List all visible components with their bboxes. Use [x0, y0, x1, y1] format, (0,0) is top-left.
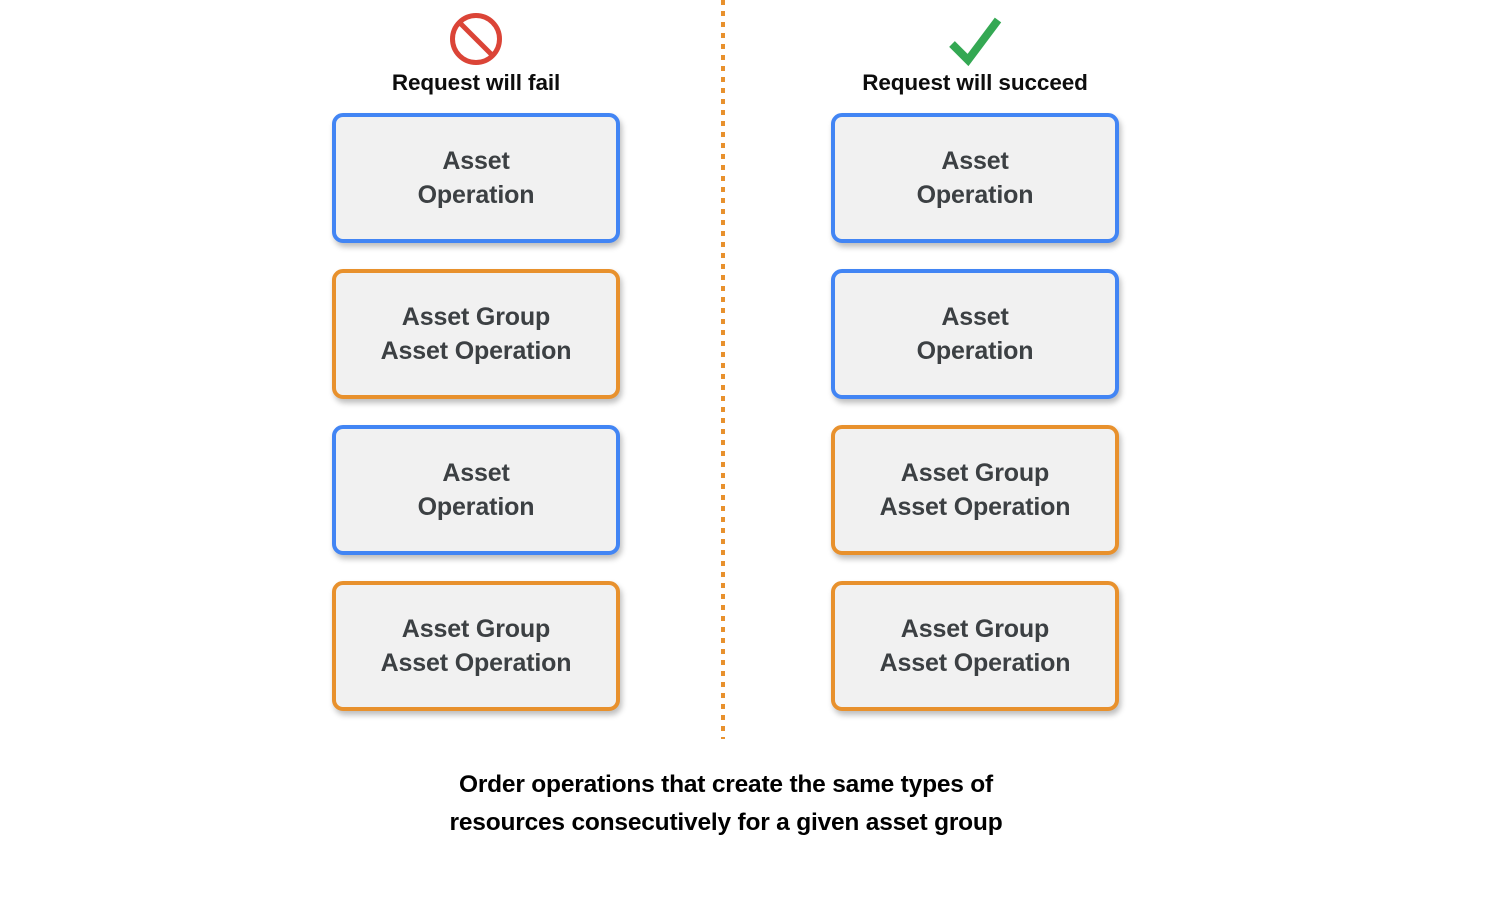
prohibition-icon	[326, 10, 626, 68]
card-label: Asset Operation	[916, 303, 1034, 365]
caption-line-2: resources consecutively for a given asse…	[449, 808, 1003, 836]
card-stack-succeed: Asset Operation Asset Operation Asset Gr…	[831, 113, 1119, 711]
caption-line-1: Order operations that create the same ty…	[458, 771, 994, 798]
card-label: Asset Group Asset Operation	[380, 303, 572, 365]
column-header-succeed: Request will succeed	[825, 10, 1125, 96]
checkmark-icon	[825, 10, 1125, 68]
card-asset-group-asset-operation[interactable]: Asset Group Asset Operation	[332, 269, 620, 399]
column-header-label-fail: Request will fail	[391, 70, 561, 95]
card-stack-fail: Asset Operation Asset Group Asset Operat…	[332, 113, 620, 711]
card-asset-operation[interactable]: Asset Operation	[831, 113, 1119, 243]
card-asset-operation[interactable]: Asset Operation	[332, 425, 620, 555]
card-asset-operation[interactable]: Asset Operation	[831, 269, 1119, 399]
card-asset-operation[interactable]: Asset Operation	[332, 113, 620, 243]
card-asset-group-asset-operation[interactable]: Asset Group Asset Operation	[831, 581, 1119, 711]
card-label: Asset Operation	[417, 147, 535, 209]
column-header-fail: Request will fail	[326, 10, 626, 96]
card-asset-group-asset-operation[interactable]: Asset Group Asset Operation	[332, 581, 620, 711]
column-header-label-succeed: Request will succeed	[862, 70, 1088, 95]
card-label: Asset Operation	[916, 147, 1034, 209]
card-label: Asset Operation	[417, 459, 535, 521]
card-label: Asset Group Asset Operation	[879, 459, 1071, 521]
diagram-caption: Order operations that create the same ty…	[0, 766, 1452, 842]
card-label: Asset Group Asset Operation	[879, 615, 1071, 677]
column-divider	[721, 0, 725, 739]
card-asset-group-asset-operation[interactable]: Asset Group Asset Operation	[831, 425, 1119, 555]
card-label: Asset Group Asset Operation	[380, 615, 572, 677]
